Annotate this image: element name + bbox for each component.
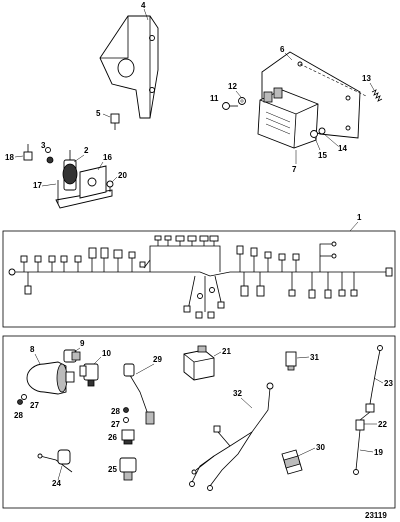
nut-3 [45, 147, 54, 164]
sub-harness-32 [189, 382, 274, 491]
screw-11 [222, 102, 238, 110]
voltage-regulator [257, 87, 319, 149]
callout-25: 25 [108, 465, 117, 474]
fuse-holder [57, 150, 78, 204]
connector-18 [23, 144, 33, 161]
mounting-bracket [99, 15, 159, 119]
callout-26: 26 [108, 433, 117, 442]
callout-29: 29 [153, 355, 162, 364]
callout-20: 20 [118, 171, 127, 180]
pressure-sender-8 [26, 361, 75, 395]
callout-17: 17 [33, 181, 42, 190]
callout-14: 14 [338, 144, 347, 153]
callout-22: 22 [378, 420, 387, 429]
callout-27-left: 27 [30, 401, 39, 410]
callout-6: 6 [280, 45, 285, 54]
callout-18: 18 [5, 153, 14, 162]
callout-30: 30 [316, 443, 325, 452]
callout-11: 11 [210, 94, 219, 103]
screw-20 [106, 180, 114, 192]
callout-27-mid: 27 [111, 420, 120, 429]
nut-15 [310, 130, 318, 138]
callout-31: 31 [310, 353, 319, 362]
spring-13 [371, 89, 383, 102]
callout-16: 16 [103, 153, 112, 162]
fuse-31 [285, 351, 297, 371]
components-frame [2, 335, 396, 509]
sensor-24 [37, 449, 73, 473]
washer-27 [21, 394, 27, 400]
sender-25 [119, 457, 137, 481]
lead-19 [353, 429, 361, 475]
callout-10: 10 [102, 349, 111, 358]
nut-28b [123, 407, 129, 413]
callout-9: 9 [80, 339, 85, 348]
callout-8: 8 [30, 345, 35, 354]
callout-5: 5 [96, 109, 101, 118]
callout-4: 4 [141, 1, 146, 10]
main-wiring-harness [8, 235, 393, 319]
nut-28 [17, 399, 23, 405]
callout-1: 1 [357, 213, 362, 222]
callout-23: 23 [384, 379, 393, 388]
callout-24: 24 [52, 479, 61, 488]
sensor-lead-23 [365, 345, 383, 413]
connector-22 [355, 411, 371, 431]
callout-7: 7 [292, 165, 297, 174]
callout-3: 3 [41, 141, 46, 150]
bracket-bolt [110, 113, 120, 130]
callout-12: 12 [228, 82, 237, 91]
sender-10 [79, 363, 99, 387]
callout-19: 19 [374, 448, 383, 457]
fuse-holder-bracket [55, 165, 113, 209]
temperature-switch-29 [123, 363, 155, 425]
figure-number: 23119 [365, 511, 387, 520]
callout-2: 2 [84, 146, 89, 155]
callout-32: 32 [233, 389, 242, 398]
washer-12 [238, 97, 246, 105]
callout-28-mid: 28 [111, 407, 120, 416]
washer-14 [318, 127, 326, 135]
callout-15: 15 [318, 151, 327, 160]
callout-21: 21 [222, 347, 231, 356]
connector-30 [281, 449, 303, 475]
sensor-26 [121, 429, 135, 445]
relay-21 [183, 345, 215, 381]
harness-frame [2, 230, 396, 328]
washer-27b [123, 417, 129, 423]
callout-28-left: 28 [14, 411, 23, 420]
callout-13: 13 [362, 74, 371, 83]
fitting-9 [63, 349, 81, 363]
